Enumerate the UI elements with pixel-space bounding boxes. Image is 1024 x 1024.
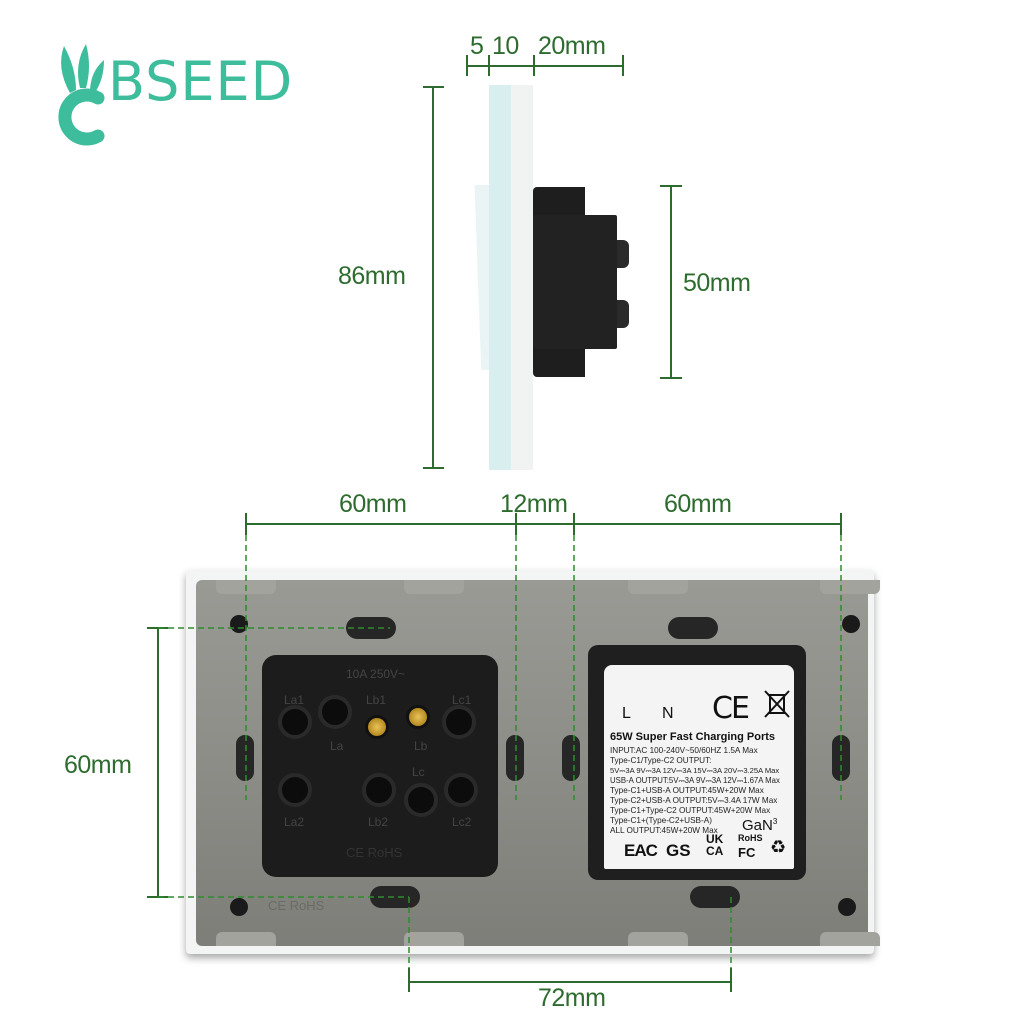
dim-right-width: 60mm bbox=[664, 490, 732, 518]
bseed-logo-icon bbox=[58, 44, 105, 146]
mounting-slot bbox=[346, 617, 396, 639]
spec-line: ALL OUTPUT:45W+20W Max bbox=[610, 826, 718, 835]
mounting-slot bbox=[236, 735, 254, 781]
terminal-label: Lb bbox=[414, 739, 428, 753]
screw-hole bbox=[230, 615, 248, 633]
mounting-slot bbox=[690, 886, 740, 908]
eac-mark-icon: EAC bbox=[624, 841, 658, 860]
charger-title: 65W Super Fast Charging Ports bbox=[610, 731, 776, 743]
gan-text: GaN bbox=[742, 817, 773, 834]
dim-20mm: 20mm bbox=[538, 32, 606, 60]
dim-5: 5 bbox=[470, 32, 484, 60]
terminal-label: Lb1 bbox=[366, 693, 387, 707]
fcc-mark-icon: FC bbox=[738, 845, 756, 860]
mounting-slot bbox=[370, 886, 420, 908]
weee-bin-icon bbox=[764, 690, 790, 718]
mounting-slot bbox=[562, 735, 580, 781]
spec-label: L N CE 65W Super Fast Charging Ports INP… bbox=[604, 665, 794, 869]
terminal-label: La2 bbox=[284, 815, 305, 829]
mechanism-body bbox=[533, 215, 617, 349]
ce-mark-icon: CE bbox=[712, 691, 750, 726]
screw-lb bbox=[406, 705, 430, 729]
dim-mechanism-height: 50mm bbox=[683, 269, 751, 297]
frame-tab bbox=[628, 580, 688, 594]
dim-side-height: 86mm bbox=[338, 262, 406, 290]
rocker-switch bbox=[474, 185, 490, 370]
dim-gap: 12mm bbox=[500, 490, 568, 518]
terminal-lc2 bbox=[444, 773, 478, 807]
gan-version: 3 bbox=[772, 817, 778, 826]
frame-tab bbox=[404, 580, 464, 594]
screw-hole bbox=[838, 898, 856, 916]
spec-line: INPUT:AC 100-240V~50/60HZ 1.5A Max bbox=[610, 746, 758, 755]
rohs-mark-icon: RoHS bbox=[738, 833, 763, 843]
spec-line: 5V⎓3A 9V⎓3A 12V⎓3A 15V⎓3A 20V⎓3.25A Max bbox=[610, 766, 780, 775]
dim-mount-spacing: 72mm bbox=[538, 984, 606, 1012]
mechanism-terminal bbox=[617, 240, 629, 268]
terminal-la2 bbox=[278, 773, 312, 807]
terminal-la1 bbox=[278, 705, 312, 739]
frame-tab bbox=[216, 932, 276, 946]
terminal-l-label: L bbox=[622, 705, 631, 722]
gan-badge: GaN3 bbox=[742, 817, 777, 834]
switch-module: 10A 250V~ La1 La Lb1 Lb Lc1 La2 Lb2 Lc L… bbox=[262, 655, 498, 877]
glass-plate bbox=[489, 85, 511, 470]
plate-marking: CE RoHS bbox=[268, 898, 325, 913]
terminal-label: Lc2 bbox=[452, 815, 472, 829]
terminal-lc bbox=[404, 783, 438, 817]
spec-line: USB-A OUTPUT:5V⎓3A 9V⎓3A 12V⎓1.67A Max bbox=[610, 776, 780, 785]
frame-tab bbox=[628, 932, 688, 946]
dim-module-height: 60mm bbox=[64, 751, 132, 779]
recycle-icon: ♻ bbox=[770, 837, 787, 857]
mounting-slot bbox=[668, 617, 718, 639]
terminal-n-label: N bbox=[662, 705, 674, 722]
brand-name: BSEED bbox=[108, 50, 294, 113]
spec-line: Type-C1+USB-A OUTPUT:45W+20W Max bbox=[610, 786, 764, 795]
screw-hole bbox=[842, 615, 860, 633]
terminal-label: Lc bbox=[412, 765, 425, 779]
terminal-lb2 bbox=[362, 773, 396, 807]
frame-plate bbox=[511, 85, 533, 470]
screw-lb1 bbox=[365, 715, 389, 739]
mounting-slot bbox=[506, 735, 524, 781]
terminal-label: Lb2 bbox=[368, 815, 389, 829]
terminal-label: La1 bbox=[284, 693, 305, 707]
rating-label: 10A 250V~ bbox=[346, 667, 406, 681]
dim-10: 10 bbox=[492, 32, 519, 60]
terminal-la bbox=[318, 695, 352, 729]
dim-left-width: 60mm bbox=[339, 490, 407, 518]
terminal-label: Lc1 bbox=[452, 693, 472, 707]
spec-line: Type-C1+(Type-C2+USB-A) bbox=[610, 816, 712, 825]
terminal-lc1 bbox=[442, 705, 476, 739]
frame-tab bbox=[216, 580, 276, 594]
frame-tab bbox=[820, 932, 880, 946]
terminal-label: La bbox=[330, 739, 344, 753]
mechanism-terminal bbox=[617, 300, 629, 328]
spec-line: Type-C1/Type-C2 OUTPUT: bbox=[610, 756, 712, 765]
frame-tab bbox=[404, 932, 464, 946]
mounting-slot bbox=[832, 735, 850, 781]
gs-mark-icon: GS bbox=[666, 841, 691, 860]
spec-line: Type-C1+Type-C2 OUTPUT:45W+20W Max bbox=[610, 806, 771, 815]
spec-line: Type-C2+USB-A OUTPUT:5V⎓3.4A 17W Max bbox=[610, 796, 778, 805]
frame-tab bbox=[820, 580, 880, 594]
module-marking: CE RoHS bbox=[346, 845, 403, 860]
screw-hole bbox=[230, 898, 248, 916]
